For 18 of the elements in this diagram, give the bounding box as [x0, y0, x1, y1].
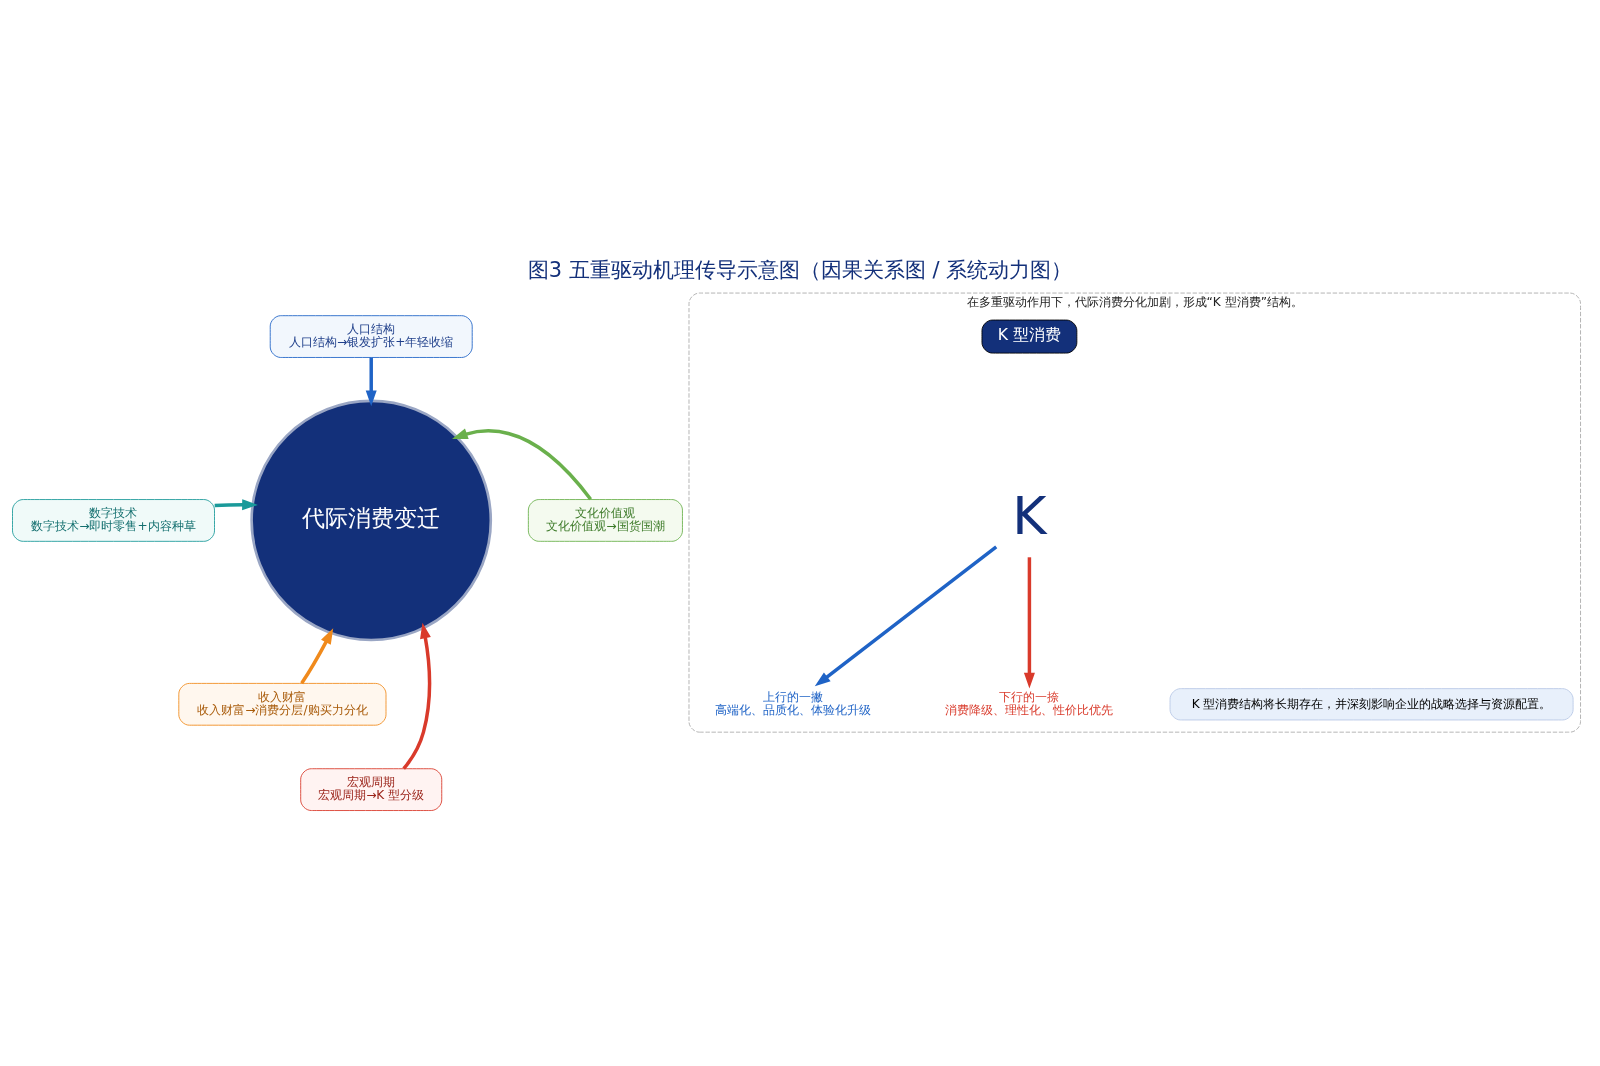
node-box: K 型消费结构将长期存在，并深刻影响企业的战略选择与资源配置。: [1169, 687, 1574, 720]
node-text: 下行的一捺 消费降级、理性化、性价比优先: [945, 689, 1114, 717]
node-box: 收入财富 收入财富→消费分层/购买力分化: [178, 682, 387, 726]
node-box: 宏观周期 宏观周期→K 型分级: [300, 767, 443, 811]
diagram-title: 图3 五重驱动机理传导示意图（因果关系图 / 系统动力图）: [527, 257, 1073, 282]
arrow: [1023, 556, 1035, 689]
node-text: 上行的一撇 高端化、品质化、体验化升级: [714, 689, 871, 717]
arrow: [214, 498, 258, 510]
arrow: [300, 627, 334, 684]
arrow: [452, 428, 592, 500]
arrow: [402, 622, 432, 770]
node-box: K 型消费: [981, 319, 1078, 354]
node-box: 人口结构 人口结构→银发扩张+年轻收缩: [269, 314, 473, 358]
arrow: [365, 357, 377, 406]
node-box: 数字技术 数字技术→即时零售+内容种草: [12, 498, 215, 542]
node-box: 文化价值观 文化价值观→国货国潮: [527, 498, 683, 542]
node-text: K: [1012, 485, 1047, 545]
arrow: [814, 544, 998, 686]
